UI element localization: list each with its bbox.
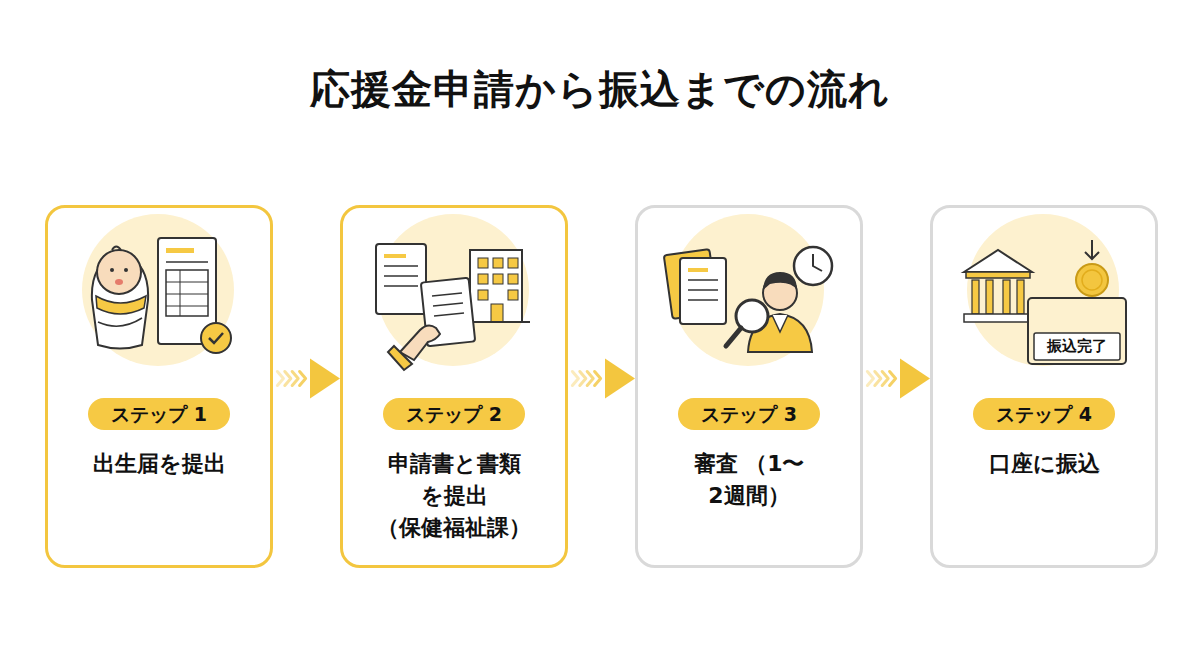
- step-card: 出生届を提出 ステップ 1: [45, 205, 273, 568]
- chevron: [867, 372, 873, 386]
- badge-text: ステップ 4: [996, 403, 1092, 425]
- arrow-head: [900, 359, 930, 399]
- diagram-title: 応援金申請から振込までの流れ: [0, 62, 1200, 117]
- step-badge: ステップ 4: [973, 398, 1115, 430]
- connector-line: [568, 378, 635, 379]
- chevron: [890, 372, 896, 386]
- step-card: 申請書と書類 を提出 （保健福祉課） ステップ 2: [340, 205, 568, 568]
- chevron: [587, 372, 593, 386]
- step-card: 審査 （1〜2週間） ステップ 3: [635, 205, 863, 568]
- step-badge: ステップ 2: [383, 398, 525, 430]
- chevron: [580, 372, 586, 386]
- chevron: [285, 372, 291, 386]
- step-text: 口座に振込: [989, 448, 1100, 480]
- flow-arrow: [273, 359, 340, 399]
- step-text-row: 申請書と書類 を提出 （保健福祉課）: [343, 448, 565, 544]
- chevron: [882, 372, 888, 386]
- chevron: [277, 372, 283, 386]
- chevron: [595, 372, 601, 386]
- step-badge: ステップ 3: [678, 398, 820, 430]
- arrow-head: [310, 359, 340, 399]
- flow-arrow: [568, 359, 635, 399]
- step-text-row: 出生届を提出: [48, 448, 270, 480]
- flow-arrow: [863, 359, 930, 399]
- step-text: 申請書と書類 を提出 （保健福祉課）: [368, 448, 540, 544]
- step-badge: ステップ 1: [88, 398, 230, 430]
- chevron: [300, 372, 306, 386]
- badge-text: ステップ 3: [701, 403, 797, 425]
- step-text: 審査 （1〜2週間）: [663, 448, 835, 512]
- connector-line: [863, 378, 930, 379]
- step-text-row: 口座に振込: [933, 448, 1155, 480]
- step-text-row: 審査 （1〜2週間）: [638, 448, 860, 512]
- badge-text: ステップ 2: [406, 403, 502, 425]
- step-card: 口座に振込 ステップ 4: [930, 205, 1158, 568]
- chevron: [875, 372, 881, 386]
- badge-text: ステップ 1: [111, 403, 207, 425]
- step-text: 出生届を提出: [93, 448, 226, 480]
- stamp-label: 振込完了: [1034, 333, 1120, 360]
- chevron: [572, 372, 578, 386]
- arrow-head: [605, 359, 635, 399]
- chevron: [292, 372, 298, 386]
- connector-line: [273, 378, 340, 379]
